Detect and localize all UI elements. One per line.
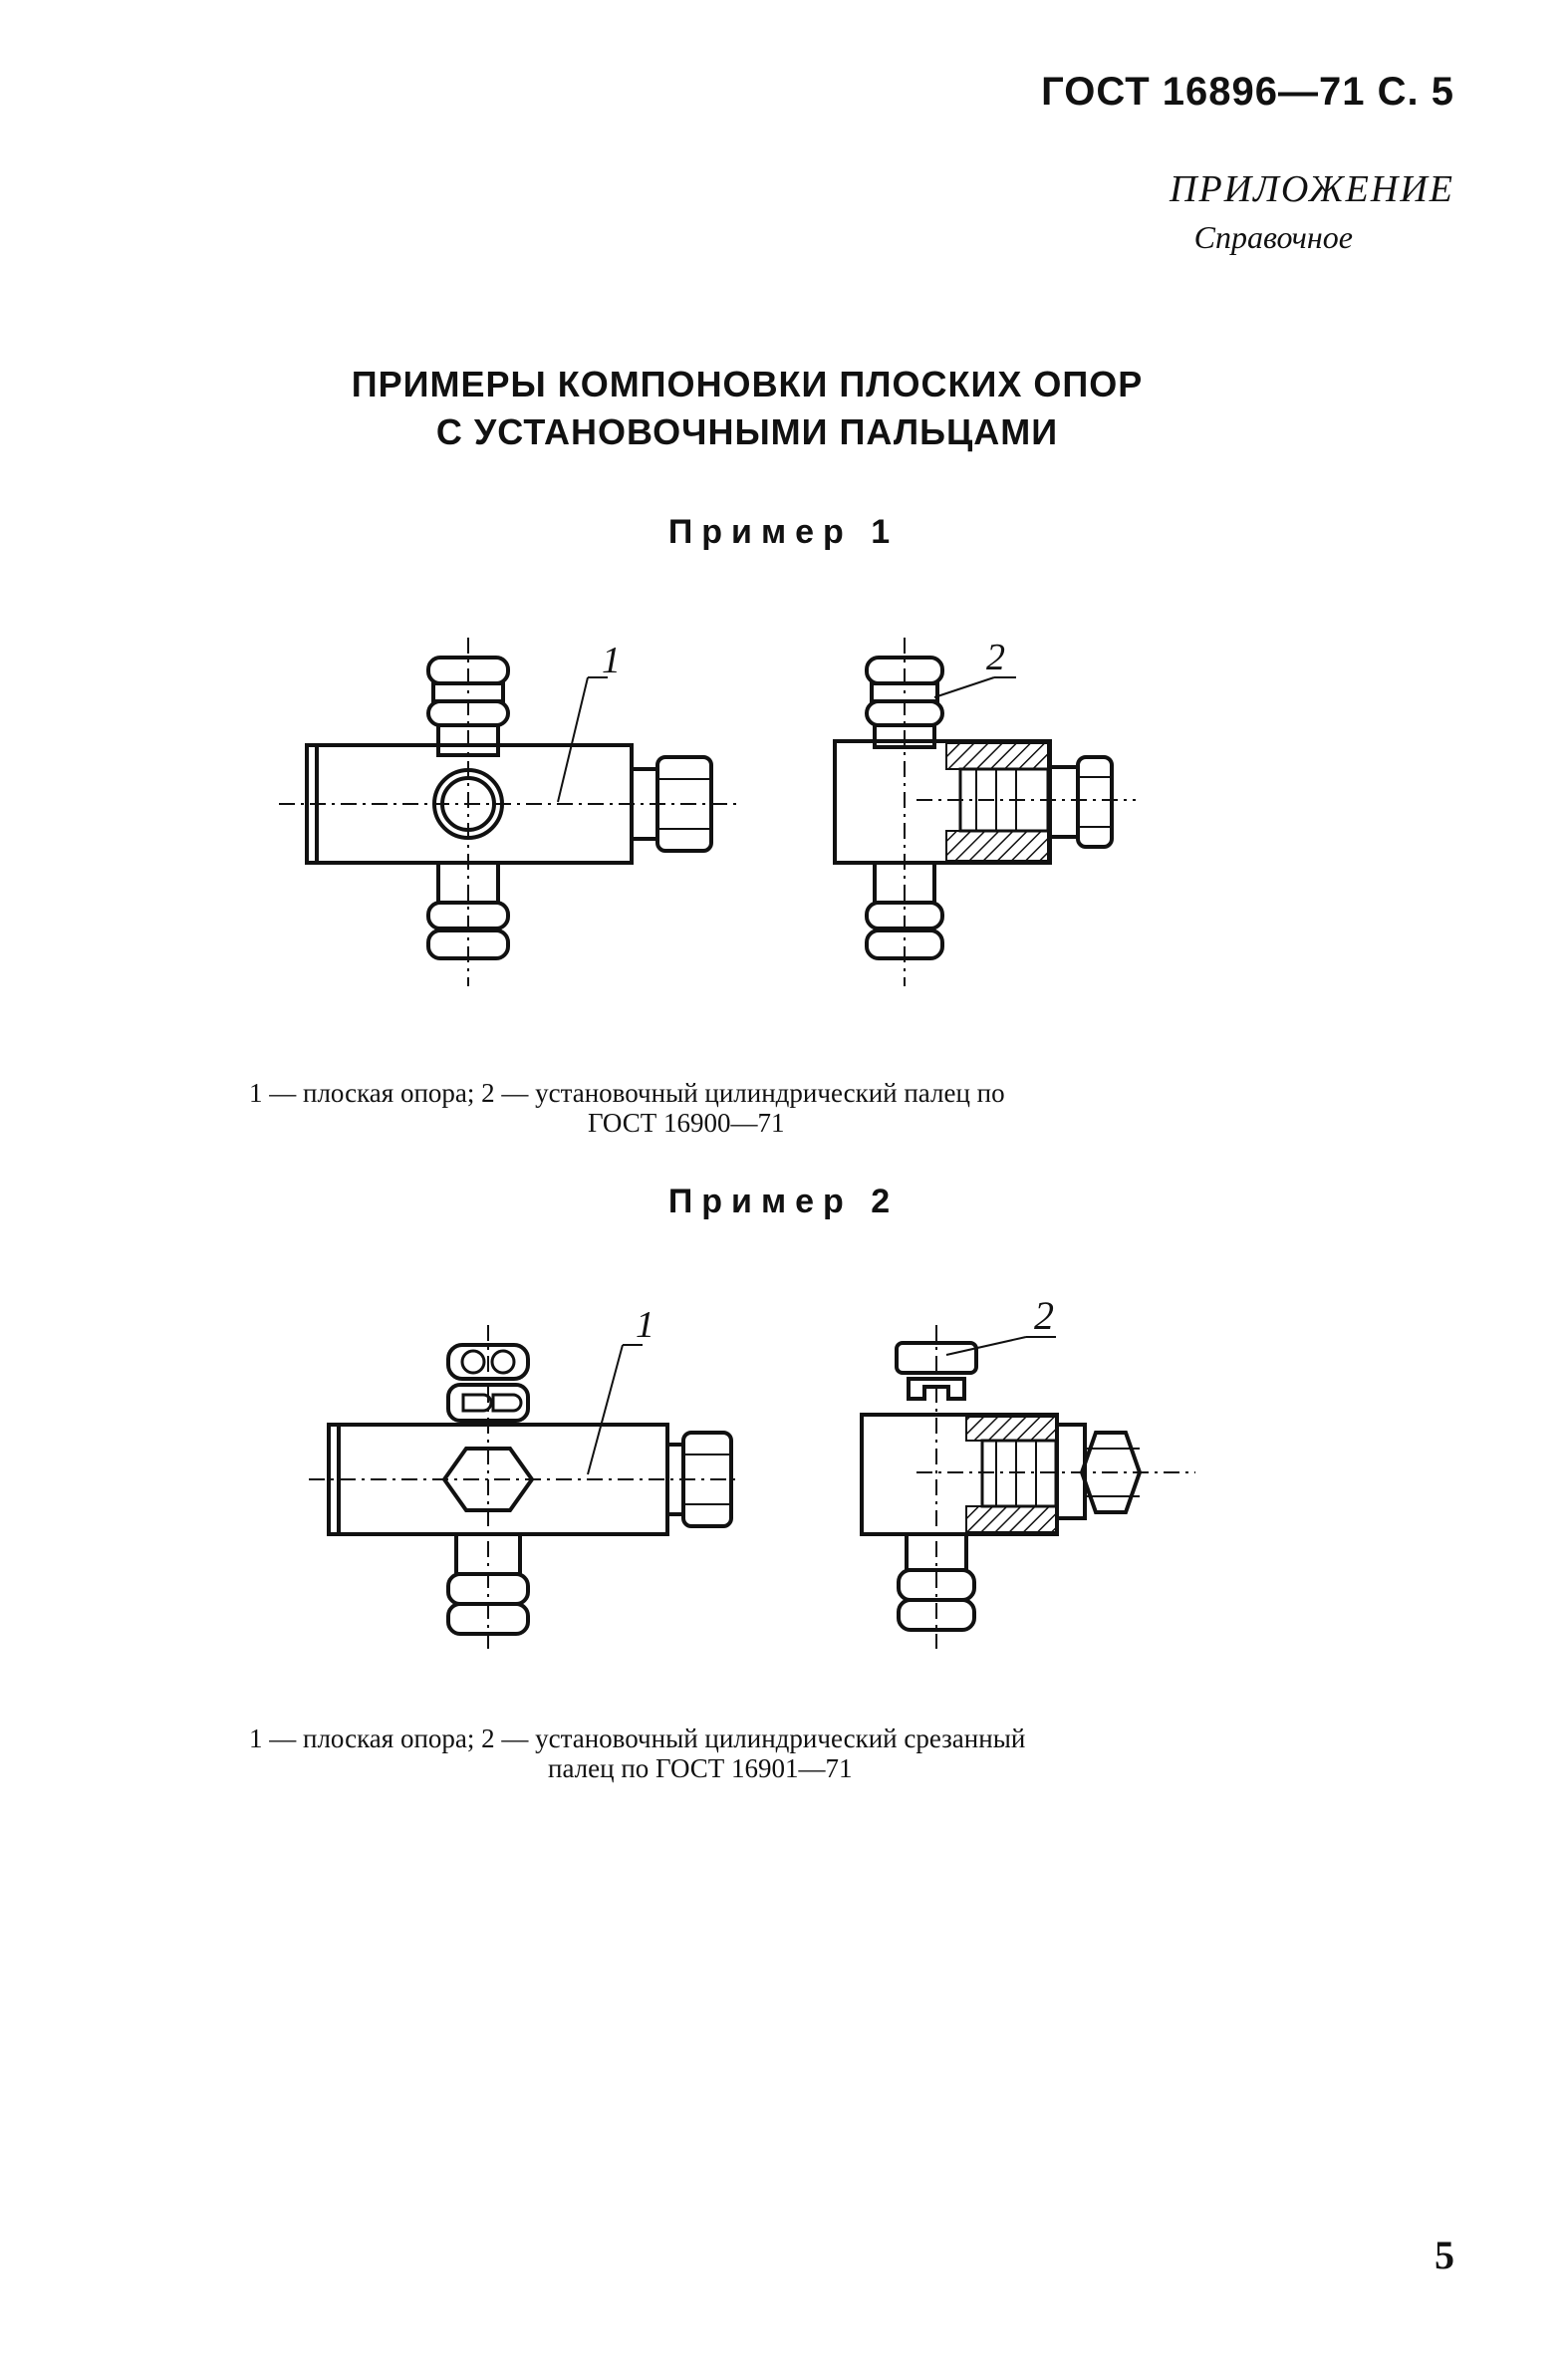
example-1-caption-line-1: 1 — плоская опора; 2 — установочный цили…	[249, 1078, 1005, 1108]
example-1-cylindrical-pin-drawing: 2	[833, 637, 1136, 986]
callout-2: 2	[1034, 1293, 1054, 1338]
document-header: ГОСТ 16896—71 С. 5	[1041, 70, 1454, 114]
example-1-caption-line-2: ГОСТ 16900—71	[588, 1108, 785, 1138]
example-2-cut-pin-drawing: 2	[860, 1293, 1195, 1649]
example-2-caption-line-2: палец по ГОСТ 16901—71	[548, 1753, 853, 1783]
page-number: 5	[1435, 2233, 1454, 2277]
example-1-heading: Пример 1	[667, 513, 900, 551]
example-2-caption-line-1: 1 — плоская опора; 2 — установочный цили…	[249, 1723, 1026, 1753]
callout-1: 1	[636, 1304, 654, 1346]
example-2-caption: 1 — плоская опора; 2 — установочный цили…	[249, 1723, 1265, 1783]
appendix-title: ПРИЛОЖЕНИЕ	[1170, 168, 1454, 210]
example-2-flat-support-drawing: 1	[309, 1304, 737, 1649]
example-1-caption: 1 — плоская опора; 2 — установочный цили…	[249, 1078, 1265, 1138]
callout-2: 2	[986, 637, 1005, 678]
page-title-line-2: С УСТАНОВОЧНЫМИ ПАЛЬЦАМИ	[435, 411, 1059, 452]
appendix-subtitle: Справочное	[1193, 219, 1353, 255]
example-1-flat-support-drawing: 1	[279, 638, 737, 986]
page-title-line-1: ПРИМЕРЫ КОМПОНОВКИ ПЛОСКИХ ОПОР	[351, 364, 1144, 404]
callout-1: 1	[602, 640, 621, 681]
page-title: ПРИМЕРЫ КОМПОНОВКИ ПЛОСКИХ ОПОР С УСТАНО…	[199, 361, 1295, 456]
example-2-heading: Пример 2	[667, 1183, 900, 1220]
